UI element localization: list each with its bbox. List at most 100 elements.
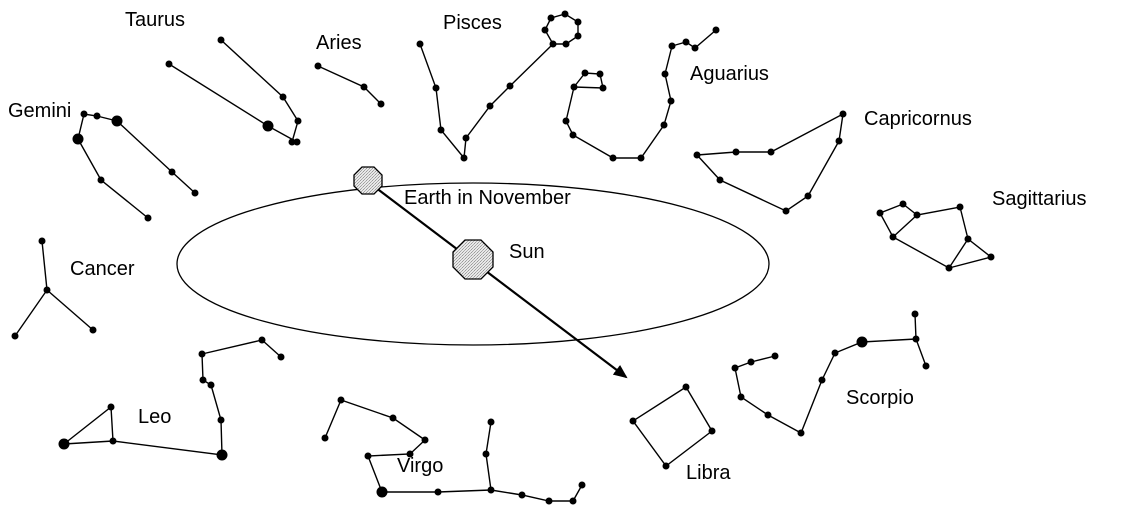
label-libra: Libra [686,462,731,484]
scorpio-star [819,377,826,384]
leo-star [278,354,285,361]
pisces-star [461,155,468,162]
aquarius-star [668,98,675,105]
capricornus-star [783,208,790,215]
capricornus-star [840,111,847,118]
sagittarius-star [988,254,995,261]
virgo-star [579,482,586,489]
pisces-line-0 [420,44,464,158]
aquarius-star [610,155,617,162]
constellation-cancer [12,238,97,340]
sagittarius-line-1 [893,207,968,239]
sagittarius-star [900,201,907,208]
aquarius-star [638,155,645,162]
leo-star [208,382,215,389]
scorpio-star [857,337,868,348]
scorpio-star [738,394,745,401]
cancer-star [90,327,97,334]
label-virgo: Virgo [397,455,443,477]
gemini-line-0 [78,139,148,218]
leo-star [259,337,266,344]
constellation-libra [630,384,716,470]
libra-star [683,384,690,391]
scorpio-star [765,412,772,419]
constellation-scorpio [732,311,930,437]
label-leo: Leo [138,406,171,428]
leo-line-0 [64,340,281,455]
sagittarius-star [965,236,972,243]
pisces-star [487,103,494,110]
sun [453,240,493,279]
label-sun: Sun [509,241,545,263]
aquarius-star [570,132,577,139]
label-pisces: Pisces [443,12,502,34]
aquarius-star [669,43,676,50]
virgo-star [365,453,372,460]
constellation-aquarius [563,27,720,162]
pisces-star [433,85,440,92]
virgo-star [488,487,495,494]
gemini-line-1 [78,114,195,193]
scorpio-star [798,430,805,437]
virgo-star [546,498,553,505]
pisces-star [507,83,514,90]
aquarius-star [582,70,589,77]
aries-star [361,84,368,91]
pisces-star [575,33,582,40]
aquarius-star [597,71,604,78]
capricornus-star [733,149,740,156]
constellation-aries [315,63,385,108]
taurus-star [218,37,225,44]
scorpio-star [912,311,919,318]
cancer-star [12,333,19,340]
cancer-line-1 [47,290,93,330]
cancer-line-0 [15,241,47,336]
sagittarius-star [946,265,953,272]
leo-star [199,351,206,358]
virgo-star [322,435,329,442]
pisces-star [563,41,570,48]
aquarius-star [571,84,578,91]
label-gemini: Gemini [8,100,71,122]
gemini-star [169,169,176,176]
aries-star [378,101,385,108]
leo-star [108,404,115,411]
leo-star [218,417,225,424]
aries-star [315,63,322,70]
pisces-star [548,15,555,22]
label-aries: Aries [316,32,362,54]
virgo-star [422,437,429,444]
gemini-star [98,177,105,184]
aquarius-star [661,122,668,129]
label-scorpio: Scorpio [846,387,914,409]
sagittarius-star [890,234,897,241]
pisces-line-1 [464,44,553,158]
taurus-line-1 [221,40,298,142]
sagittarius-star [914,212,921,219]
earth [354,167,382,194]
taurus-star [295,118,302,125]
leo-star [59,439,70,450]
libra-star [630,418,637,425]
virgo-star [570,498,577,505]
gemini-star [94,113,101,120]
pisces-star [562,11,569,18]
sagittarius-star [877,210,884,217]
libra-star [663,463,670,470]
constellation-capricornus [694,111,847,215]
scorpio-star [732,365,739,372]
earth-sun-direction-arrow [367,181,626,377]
virgo-star [488,419,495,426]
constellation-sagittarius [877,201,995,272]
gemini-star [81,111,88,118]
aquarius-star [683,39,690,46]
capricornus-star [768,149,775,156]
aquarius-star [563,118,570,125]
virgo-star [338,397,345,404]
scorpio-star [923,363,930,370]
virgo-star [519,492,526,499]
libra-star [709,428,716,435]
pisces-star [438,127,445,134]
taurus-star [289,139,296,146]
